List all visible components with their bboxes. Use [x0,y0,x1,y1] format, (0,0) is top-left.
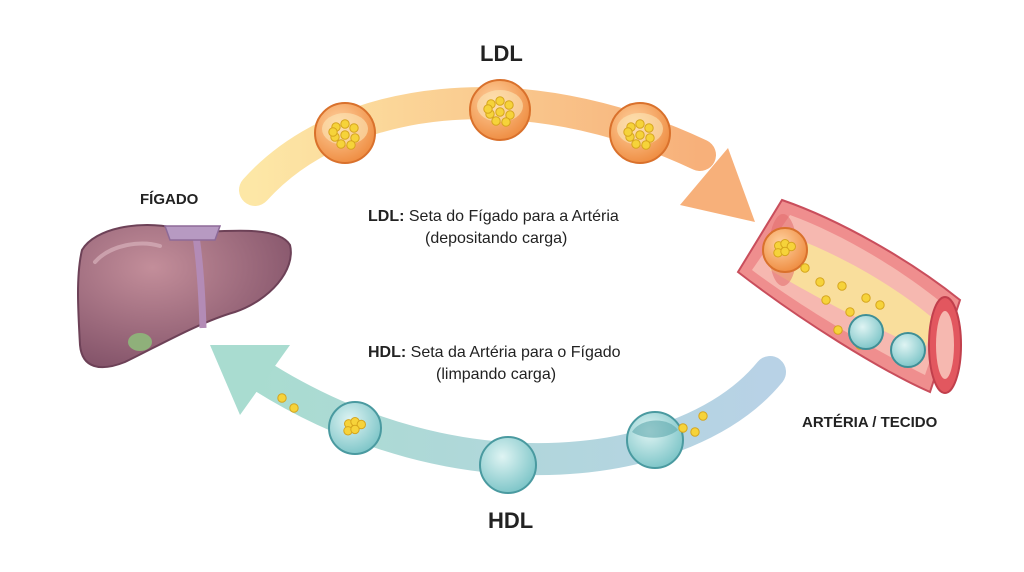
hdl-description-line1: Seta da Artéria para o Fígado [406,344,621,361]
hdl-particle [848,314,884,350]
ldl-title: LDL [480,41,523,66]
cargo-droplet [875,300,885,310]
cargo-droplet [495,107,505,117]
cargo-droplet [644,123,654,133]
hdl-title: HDL [488,508,534,533]
cargo-droplet [837,281,847,291]
cargo-droplet [340,119,350,129]
cargo-droplet [340,130,350,140]
cargo-droplet [350,133,360,143]
cargo-droplet [501,117,511,127]
cargo-droplet [623,127,633,137]
cargo-droplet [833,325,843,335]
ldl-particle-core [477,90,523,122]
cargo-droplet [504,100,514,110]
artery-label: ARTÉRIA / TECIDO [802,414,938,431]
cargo-droplet [289,403,299,413]
cargo-droplet [861,293,871,303]
cargo-droplet [635,130,645,140]
hdl-particle [890,332,926,368]
hdl-particle [626,411,684,469]
ldl-description: LDL: Seta do Fígado para a Artéria (depo… [368,206,619,250]
cargo-droplet [645,133,655,143]
ldl-description-line1: Seta do Fígado para a Artéria [404,208,619,225]
cargo-droplet [631,139,641,149]
cargo-droplet [356,419,366,430]
cargo-droplet [336,139,346,149]
cargo-droplet [780,246,790,257]
cargo-droplet [483,104,493,114]
ldl-description-line2: (depositando carga) [425,230,568,247]
cargo-droplet [698,411,708,421]
ldl-description-key: LDL: [368,208,405,225]
liver-illustration [77,223,292,369]
cargo-droplet [495,96,505,106]
cargo-droplet [328,127,338,137]
cargo-droplet [678,423,688,433]
cargo-droplet [786,241,796,252]
cargo-droplet [491,116,501,126]
liver-label: FÍGADO [140,191,199,208]
cargo-droplet [635,119,645,129]
hdl-particle-opening [632,420,678,438]
cargo-droplet [845,307,855,317]
ldl-particle-core [322,113,368,145]
cargo-droplet [690,427,700,437]
cargo-droplet [277,393,287,403]
hdl-description-line2: (limpando carga) [436,366,557,383]
hdl-description: HDL: Seta da Artéria para o Fígado (limp… [368,342,621,386]
cargo-droplet [815,277,825,287]
cargo-droplet [350,424,360,435]
cargo-droplet [349,123,359,133]
hdl-particle [479,436,537,494]
hdl-description-key: HDL: [368,344,407,361]
ldl-particle-core [617,113,663,145]
cargo-droplet [800,263,810,273]
cargo-droplet [641,140,651,150]
cargo-droplet [346,140,356,150]
cargo-droplet [821,295,831,305]
cargo-droplet [505,110,515,120]
